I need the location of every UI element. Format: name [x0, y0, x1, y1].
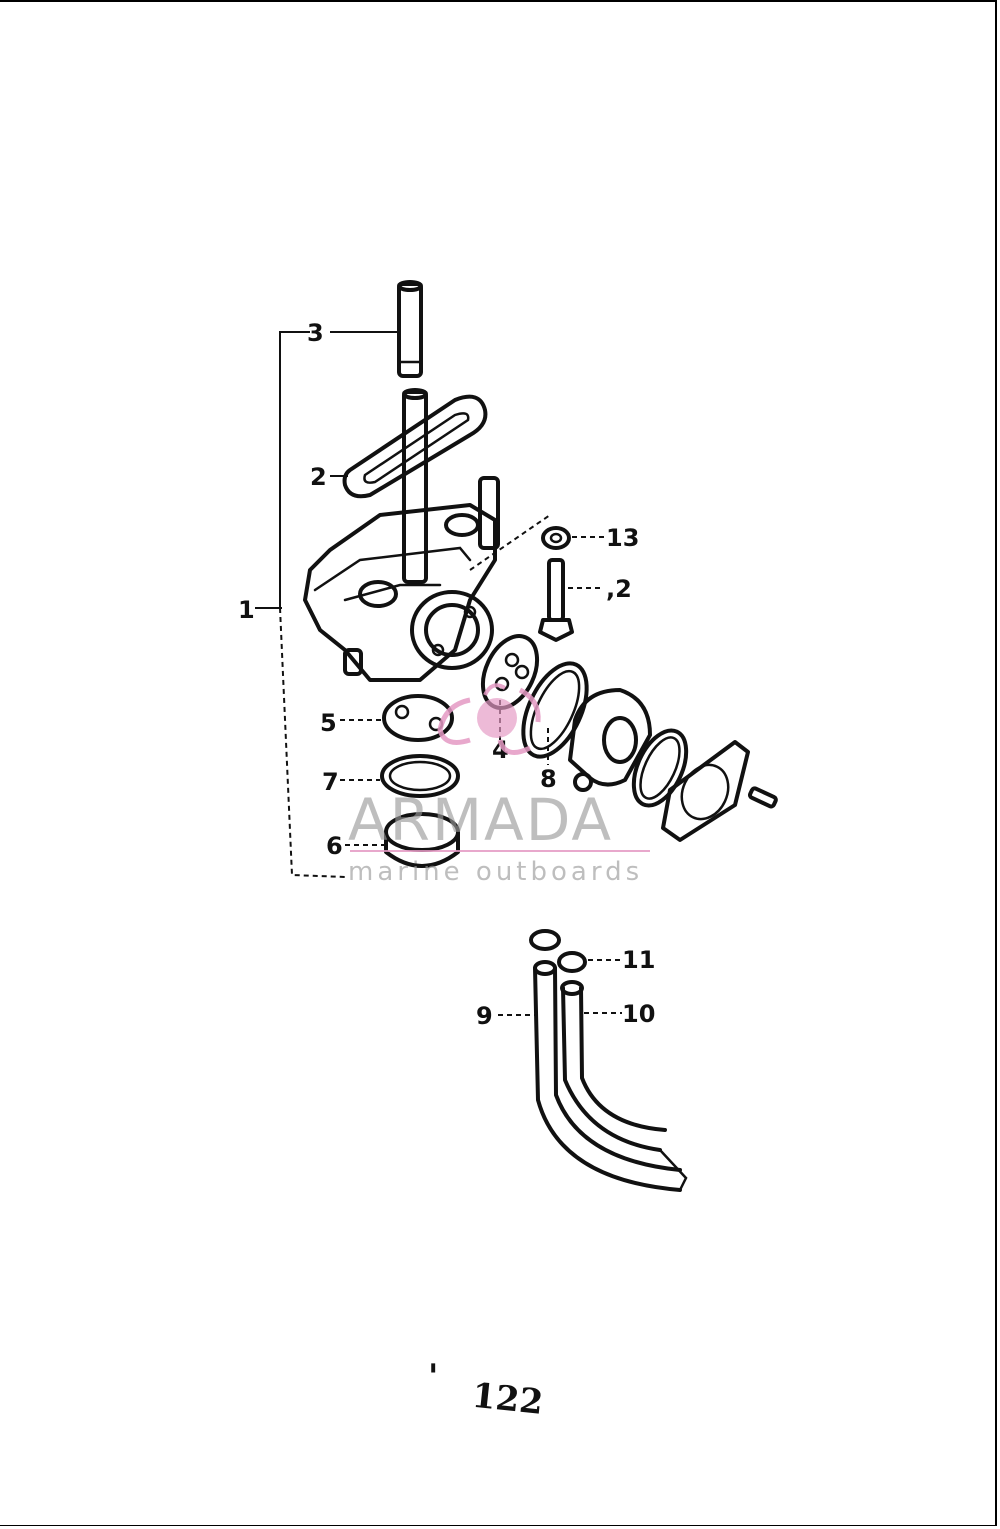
- part-13-washer: [541, 526, 604, 550]
- part-1-fuel-cock-body: [303, 503, 551, 682]
- inner-pipe: [402, 388, 500, 584]
- page-number: 122: [470, 1376, 545, 1423]
- part-7-o-ring: [340, 754, 460, 798]
- assembly-bracket: [255, 331, 346, 878]
- part-3-upper-pipe: [330, 280, 423, 378]
- watermark-tagline: marine outboards: [348, 857, 643, 887]
- o-ring-secondary: [631, 728, 689, 808]
- callout-2: 2: [310, 463, 327, 491]
- callout-5: 5: [320, 709, 337, 737]
- callout-13: 13: [606, 524, 639, 552]
- callout-11: 11: [622, 946, 655, 974]
- part-5-filter-disc: [340, 694, 454, 742]
- callout-6: 6: [326, 832, 343, 860]
- callout-7: 7: [322, 768, 339, 796]
- callout-8: 8: [540, 765, 557, 793]
- page-mark: ': [428, 1357, 438, 1397]
- lever-plate: [661, 740, 778, 842]
- part-9-fuel-hose: [498, 960, 682, 1192]
- lever-cover: [568, 688, 652, 792]
- part-12-screw: [538, 558, 604, 642]
- watermark-logo-icon: [437, 683, 541, 755]
- part-2-gasket: [330, 394, 488, 499]
- callout-1: 1: [238, 596, 255, 624]
- callout-12: ,2: [606, 575, 632, 603]
- part-11-clips: [529, 929, 622, 973]
- watermark: ARMADA marine outboards: [348, 683, 650, 887]
- watermark-brand: ARMADA: [348, 786, 613, 854]
- callout-10: 10: [622, 1000, 655, 1028]
- callout-9: 9: [476, 1002, 493, 1030]
- part-10-fuel-hose: [560, 980, 688, 1192]
- callout-3: 3: [307, 319, 324, 347]
- callout-4: 4: [492, 736, 509, 764]
